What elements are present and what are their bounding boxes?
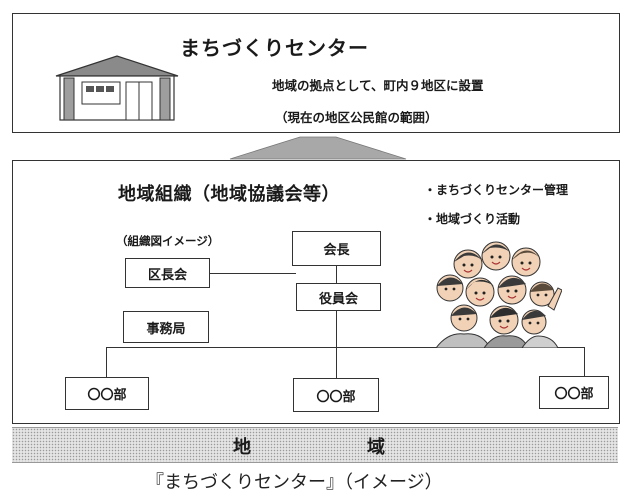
- building-icon: [52, 54, 182, 122]
- line-drop-right: [584, 347, 585, 376]
- center-description-1: 地域の拠点として、町内９地区に設置: [272, 78, 484, 93]
- role-management: ・まちづくりセンター管理: [424, 183, 569, 197]
- line-drop-center: [336, 347, 337, 378]
- node-ward-heads: 区長会: [125, 258, 210, 288]
- node-dept-center: 〇〇部: [293, 378, 379, 412]
- node-dept-right: 〇〇部: [539, 376, 609, 409]
- node-secretariat: 事務局: [123, 311, 209, 343]
- org-chart-label: （組織図イメージ）: [116, 234, 220, 248]
- node-dept-left: 〇〇部: [65, 377, 149, 410]
- region-label-2: 域: [367, 437, 385, 458]
- line-drop-left: [106, 347, 107, 377]
- line-chair-officers: [336, 266, 337, 283]
- people-crowd-icon: [428, 236, 563, 349]
- region-band: [12, 427, 618, 463]
- line-branch-horizontal: [106, 347, 584, 348]
- role-community-activity: ・地域づくり活動: [424, 212, 521, 226]
- connector-shape: [228, 136, 408, 160]
- line-ward-heads: [210, 273, 296, 274]
- organization-title: 地域組織（地域協議会等）: [118, 184, 340, 205]
- center-description-2: （現在の地区公民館の範囲）: [275, 110, 438, 125]
- region-label-1: 地: [233, 437, 251, 458]
- center-title: まちづくりセンター: [180, 36, 369, 60]
- figure-caption: 『まちづくりセンター』（イメージ）: [146, 472, 443, 493]
- line-officers-down: [336, 311, 337, 347]
- node-officers: 役員会: [296, 283, 381, 311]
- node-chairman: 会長: [292, 231, 381, 266]
